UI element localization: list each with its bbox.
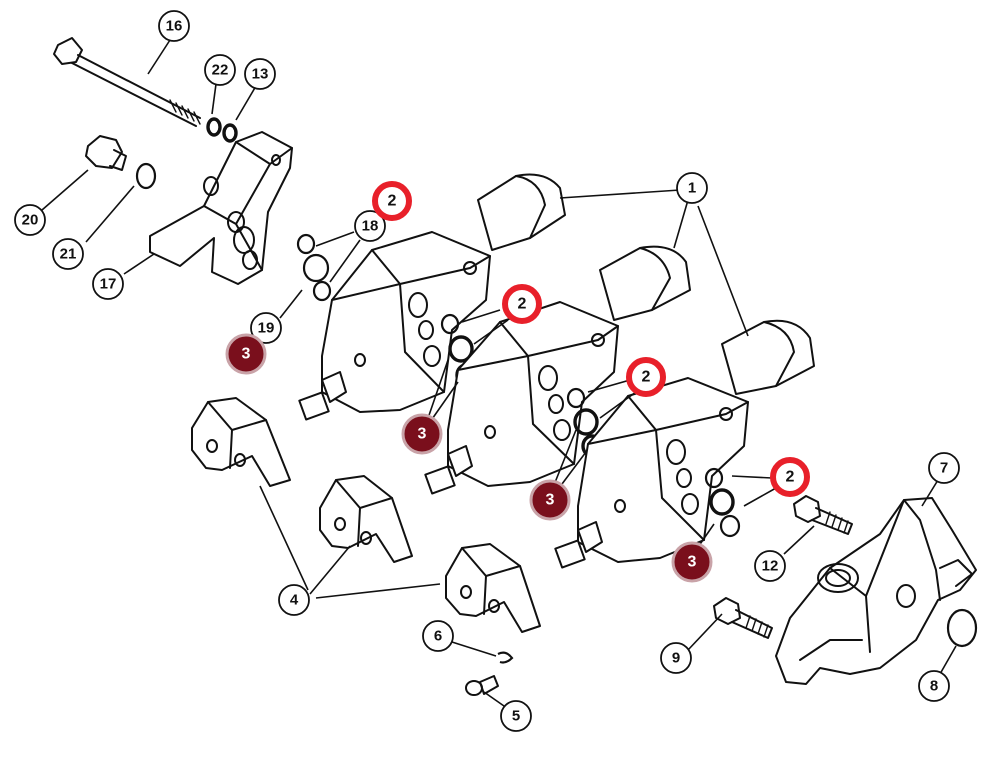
svg-text:17: 17 — [100, 276, 117, 293]
svg-text:8: 8 — [930, 678, 938, 695]
end-cover — [149, 131, 293, 285]
bolt-9 — [713, 597, 773, 639]
svg-text:3: 3 — [242, 346, 251, 363]
badge-3-b: 3 — [401, 413, 443, 455]
svg-text:3: 3 — [418, 426, 427, 443]
flat-washer — [222, 123, 238, 143]
outlet-end-cover — [775, 497, 977, 685]
svg-text:7: 7 — [940, 460, 948, 477]
svg-text:1: 1 — [688, 180, 696, 197]
svg-text:3: 3 — [546, 492, 555, 509]
callout-18: 18 — [354, 210, 386, 242]
svg-text:13: 13 — [252, 66, 269, 83]
o-ring-8 — [946, 608, 978, 648]
svg-text:21: 21 — [60, 246, 77, 263]
bracket-upper — [191, 397, 291, 487]
bracket-lower — [445, 543, 541, 633]
badge-2-c: 2 — [626, 357, 666, 397]
svg-text:2: 2 — [518, 296, 527, 313]
callout-17: 17 — [92, 268, 124, 300]
svg-text:16: 16 — [166, 18, 183, 35]
badge-2-a: 2 — [372, 181, 412, 221]
tie-bolt — [53, 37, 201, 127]
callout-21: 21 — [52, 238, 84, 270]
callout-16: 16 — [158, 10, 190, 42]
o-rings-18 — [296, 233, 332, 302]
bracket-middle — [319, 475, 413, 563]
svg-text:18: 18 — [362, 218, 379, 235]
leader-lines — [41, 39, 957, 707]
callout-4: 4 — [278, 584, 310, 616]
set-screw — [465, 675, 499, 696]
plug — [85, 135, 127, 171]
svg-text:5: 5 — [512, 708, 520, 725]
svg-text:2: 2 — [388, 193, 397, 210]
callout-20: 20 — [14, 204, 46, 236]
svg-text:12: 12 — [762, 558, 779, 575]
bolt-12 — [793, 495, 853, 535]
badge-3-a: 3 — [225, 333, 267, 375]
callout-19: 19 — [250, 312, 282, 344]
o-ring-21 — [135, 162, 157, 190]
svg-text:4: 4 — [290, 592, 299, 609]
callout-9: 9 — [660, 642, 692, 674]
valve-section-right — [554, 319, 815, 569]
svg-text:2: 2 — [786, 469, 795, 486]
svg-text:3: 3 — [688, 554, 697, 571]
svg-text:22: 22 — [212, 62, 229, 79]
retaining-clip — [497, 651, 514, 664]
callout-13: 13 — [244, 58, 276, 90]
svg-text:6: 6 — [434, 628, 442, 645]
callout-12: 12 — [754, 550, 786, 582]
callout-22: 22 — [204, 54, 236, 86]
valve-section-middle — [424, 245, 691, 495]
callout-5: 5 — [500, 700, 532, 732]
badge-2-d: 2 — [770, 457, 810, 497]
badge-3-d: 3 — [671, 541, 713, 583]
valve-section-left — [298, 173, 566, 421]
badge-3-c: 3 — [529, 479, 571, 521]
callout-6: 6 — [422, 620, 454, 652]
callout-1: 1 — [676, 172, 708, 204]
lock-washer — [206, 117, 222, 137]
callout-8: 8 — [918, 670, 950, 702]
svg-text:19: 19 — [258, 320, 275, 337]
svg-text:9: 9 — [672, 650, 680, 667]
callout-7: 7 — [928, 452, 960, 484]
badge-2-b: 2 — [502, 284, 542, 324]
svg-text:20: 20 — [22, 212, 39, 229]
svg-text:2: 2 — [642, 369, 651, 386]
